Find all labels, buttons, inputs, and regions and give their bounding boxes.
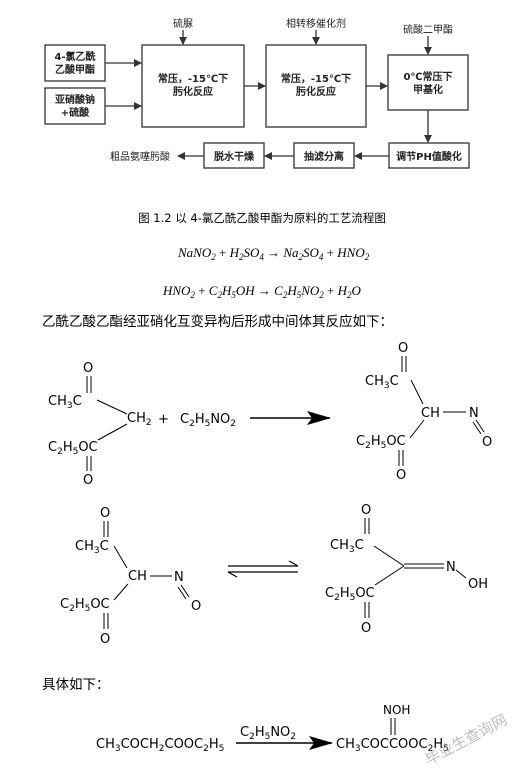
r1-reagent: C2H5NO2 [180,412,236,429]
flow-box-reagent-label-2: +硫酸 [61,106,90,119]
r1p-c2h5oc: C2H5OC [356,434,406,451]
r2p-ch3c: CH3C [330,538,364,555]
flow-input-catalyst: 相转移催化剂 [286,17,346,30]
r1-ester-o: O [83,473,93,488]
r2p-carbonyl-o: O [361,503,371,518]
r1p-ester-o: O [396,468,406,483]
equation-1: NaNO2 + H2SO4 → Na2SO4 + HNO2 [177,245,370,262]
r2-c2h5oc: C2H5OC [60,597,110,614]
r2p-ester-o: O [361,621,371,636]
flow-box-start-label-2: 乙酸甲酯 [55,63,95,76]
intro-paragraph: 乙酰乙酸乙酯经亚硝化互变异构后形成中间体其反应如下： [42,313,393,330]
flow-input-thiourea: 硫脲 [173,17,193,30]
r1p-ch: CH [421,406,440,421]
specific-heading: 具体如下： [42,677,110,693]
reaction-3: CH3COCH2COOC2H5 C2H5NO2 NOH CH3COCCOOC2H… [96,703,449,754]
r1-c2h5oc: C2H5OC [48,440,98,457]
flow-box-filtration [293,142,355,169]
r2p-c2h5oc: C2H5OC [325,586,375,603]
flow-box-start-label-1: 4-氯乙酰 [54,50,95,63]
flow-box-oximation-1-label-2: 肟化反应 [172,85,213,98]
flow-box-oximation-2-label-2: 肟化反应 [295,85,336,98]
reaction-2: O CH3C CH N O C2H5OC O O CH3C N [60,503,488,647]
flow-box-drying-label: 脱水干燥 [214,150,255,163]
flow-box-acidify [388,142,470,169]
flow-box-oximation-1 [141,44,245,128]
flow-input-dms: 硫酸二甲酯 [403,23,453,36]
flow-box-acidify-label: 调节PH值酸化 [396,150,462,163]
r1-ch2: CH2 [127,411,152,428]
r2-n: N [174,570,184,585]
equilibrium-arrows [227,560,299,578]
r1p-ch3c: CH3C [365,374,399,391]
flow-box-reagent-label-1: 亚硝酸钠 [55,93,95,106]
flow-box-oximation-2-label-1: 常压，-15℃下 [281,72,351,85]
flow-output-product: 粗品氨噻肟酸 [110,150,170,163]
r3-noh: NOH [383,703,410,717]
r3-product: CH3COCCOOC2H5 [336,737,449,754]
r1p-carbonyl-o: O [398,341,408,356]
flow-box-methylation [387,54,469,111]
r2-ch3c: CH3C [75,539,109,556]
flow-box-start-material [44,44,106,82]
flow-box-methylation-label-1: 0℃常压下 [403,70,452,83]
r1-carbonyl-o: O [83,361,93,376]
r2-ester-o: O [100,632,110,647]
reaction-1: O CH3C CH2 C2H5OC O + C2H5NO2 O CH3C CH … [48,341,492,488]
figure-caption: 图 1.2 以 4-氯乙酰乙酸甲酯为原料的工艺流程图 [138,211,386,225]
r3-reactant: CH3COCH2COOC2H5 [96,737,224,754]
r1p-n: N [469,406,479,421]
process-flowchart [44,30,470,169]
flow-box-methylation-label-2: 甲基化 [413,83,443,96]
flow-box-filtration-label: 抽滤分离 [304,150,344,163]
equation-2: HNO2 + C2H5OH → C2H5NO2 + H2O [162,283,362,300]
flow-box-oximation-2 [265,44,367,128]
flow-box-reagent [44,87,106,125]
r2p-n: N [446,560,456,575]
r3-reagent: C2H5NO2 [240,725,296,742]
flow-box-oximation-1-label-1: 常压，-15℃下 [158,72,228,85]
r1-ch3c: CH3C [48,394,82,411]
r2-nitroso-o: O [191,599,201,614]
r2-ch: CH [128,569,147,584]
r2p-oh: OH [468,577,488,592]
r2-carbonyl-o: O [100,506,110,521]
r1p-nitroso-o: O [482,435,492,450]
r1-plus: + [158,412,169,427]
